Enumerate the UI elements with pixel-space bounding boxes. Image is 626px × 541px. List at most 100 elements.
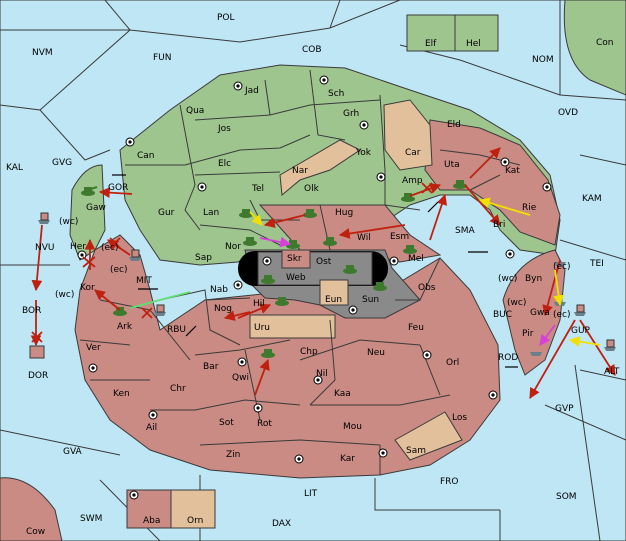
label-gvp: GVP (555, 404, 574, 414)
label-yok: Yok (355, 148, 372, 158)
label-fun: FUN (153, 53, 172, 63)
label-gur: Gur (158, 208, 175, 218)
label-skr: Skr (287, 254, 302, 264)
label-jos: Jos (217, 124, 231, 134)
label-nvm: NVM (32, 48, 53, 58)
label-ver: Ver (86, 343, 101, 353)
island-hel[interactable] (454, 14, 499, 52)
label-sma: SMA (455, 226, 475, 236)
label-ken: Ken (113, 389, 130, 399)
fleet-unit (604, 339, 616, 351)
hub-inner (257, 251, 373, 286)
label-orn: Orn (187, 516, 203, 526)
label-eld: Eld (447, 120, 461, 130)
label-elf: Elf (425, 39, 437, 49)
strait-arrows (112, 174, 518, 368)
label-rod: ROD (498, 353, 518, 363)
army-unit (403, 245, 417, 254)
fleet-unit (154, 304, 166, 316)
label-gaw: Gaw (86, 203, 106, 213)
island-dor[interactable] (29, 345, 45, 359)
label-bri: Bri (493, 220, 505, 230)
label-kat: Kat (505, 166, 520, 176)
label-alt: ALT (604, 367, 620, 377)
label-web: Web (286, 273, 306, 283)
label-coast-wc3: (wc) (498, 274, 517, 284)
label-fro: FRO (440, 477, 459, 487)
island-con[interactable] (563, 0, 626, 96)
label-feu: Feu (408, 323, 424, 333)
order-arrows (30, 147, 616, 399)
label-kam: KAM (582, 194, 602, 204)
label-grh: Grh (343, 109, 359, 119)
label-nvu: NVU (35, 243, 54, 253)
label-uta: Uta (444, 160, 460, 170)
label-nog: Nog (214, 304, 232, 314)
island-orn[interactable] (170, 489, 216, 529)
label-sun: Sun (362, 295, 379, 305)
land-labels: Jad Sch Qua Jos Grh Eld Can Elc Nar Yok … (70, 86, 550, 526)
province-nar[interactable] (279, 139, 361, 196)
army-unit (261, 349, 275, 358)
army-unit (401, 193, 415, 202)
label-los: Los (452, 413, 467, 423)
army-unit (239, 209, 253, 218)
army-unit (243, 237, 257, 246)
label-eun: Eun (325, 295, 342, 305)
label-coast-ec4: (ec) (553, 310, 571, 320)
label-uru: Uru (254, 323, 270, 333)
province-uru[interactable] (249, 314, 336, 339)
label-rot: Rot (257, 419, 272, 429)
label-elc: Elc (218, 159, 231, 169)
label-pol: POL (217, 13, 235, 23)
label-swm: SWM (80, 514, 102, 524)
label-mou: Mou (343, 422, 362, 432)
army-unit (323, 237, 337, 246)
sea-labels: POL NVM FUN COB NOM Con OVD KAL GVG KAM … (6, 13, 620, 537)
army-unit (343, 265, 357, 274)
label-hil: Hil (253, 299, 265, 309)
fleet-unit (530, 352, 542, 356)
label-sch: Sch (328, 89, 344, 99)
peninsula-west[interactable] (69, 164, 106, 261)
label-coast-wc4: (wc) (507, 298, 526, 308)
label-nar: Nar (292, 166, 308, 176)
label-kar: Kar (340, 454, 355, 464)
label-can: Can (137, 151, 155, 161)
label-qwi: Qwi (232, 373, 249, 383)
label-lan: Lan (203, 208, 219, 218)
fleet-unit (38, 212, 50, 224)
label-buc: BUC (493, 310, 512, 320)
island-cow[interactable] (0, 477, 63, 541)
label-qua: Qua (186, 106, 204, 116)
label-kal: KAL (6, 163, 23, 173)
label-tei: TEI (589, 259, 604, 269)
label-gvg: GVG (52, 158, 72, 168)
province-skr-box[interactable] (281, 249, 311, 269)
label-mel: Mel (408, 254, 424, 264)
fleet-unit (574, 304, 586, 316)
label-cob: COB (302, 45, 322, 55)
label-coast-ec1: (ec) (101, 243, 119, 253)
label-ark: Ark (117, 322, 133, 332)
label-hug: Hug (335, 208, 353, 218)
label-gup: GUP (571, 326, 591, 336)
label-aba: Aba (143, 516, 160, 526)
label-wil: Wil (357, 233, 371, 243)
label-bor: BOR (22, 306, 41, 316)
province-car[interactable] (383, 99, 433, 171)
province-eun[interactable] (319, 279, 349, 306)
label-her: Her (70, 242, 86, 252)
army-unit (81, 186, 98, 196)
label-nab: Nab (210, 285, 228, 295)
label-obs: Obs (418, 283, 436, 293)
province-sam[interactable] (394, 411, 463, 461)
label-kaa: Kaa (334, 389, 351, 399)
ring-north[interactable] (119, 64, 561, 266)
fleet-unit (129, 249, 141, 261)
label-sam: Sam (406, 446, 426, 456)
army-unit (373, 282, 387, 291)
label-tel: Tel (251, 184, 264, 194)
label-sot: Sot (219, 418, 234, 428)
label-coast-wc1: (wc) (59, 217, 78, 227)
